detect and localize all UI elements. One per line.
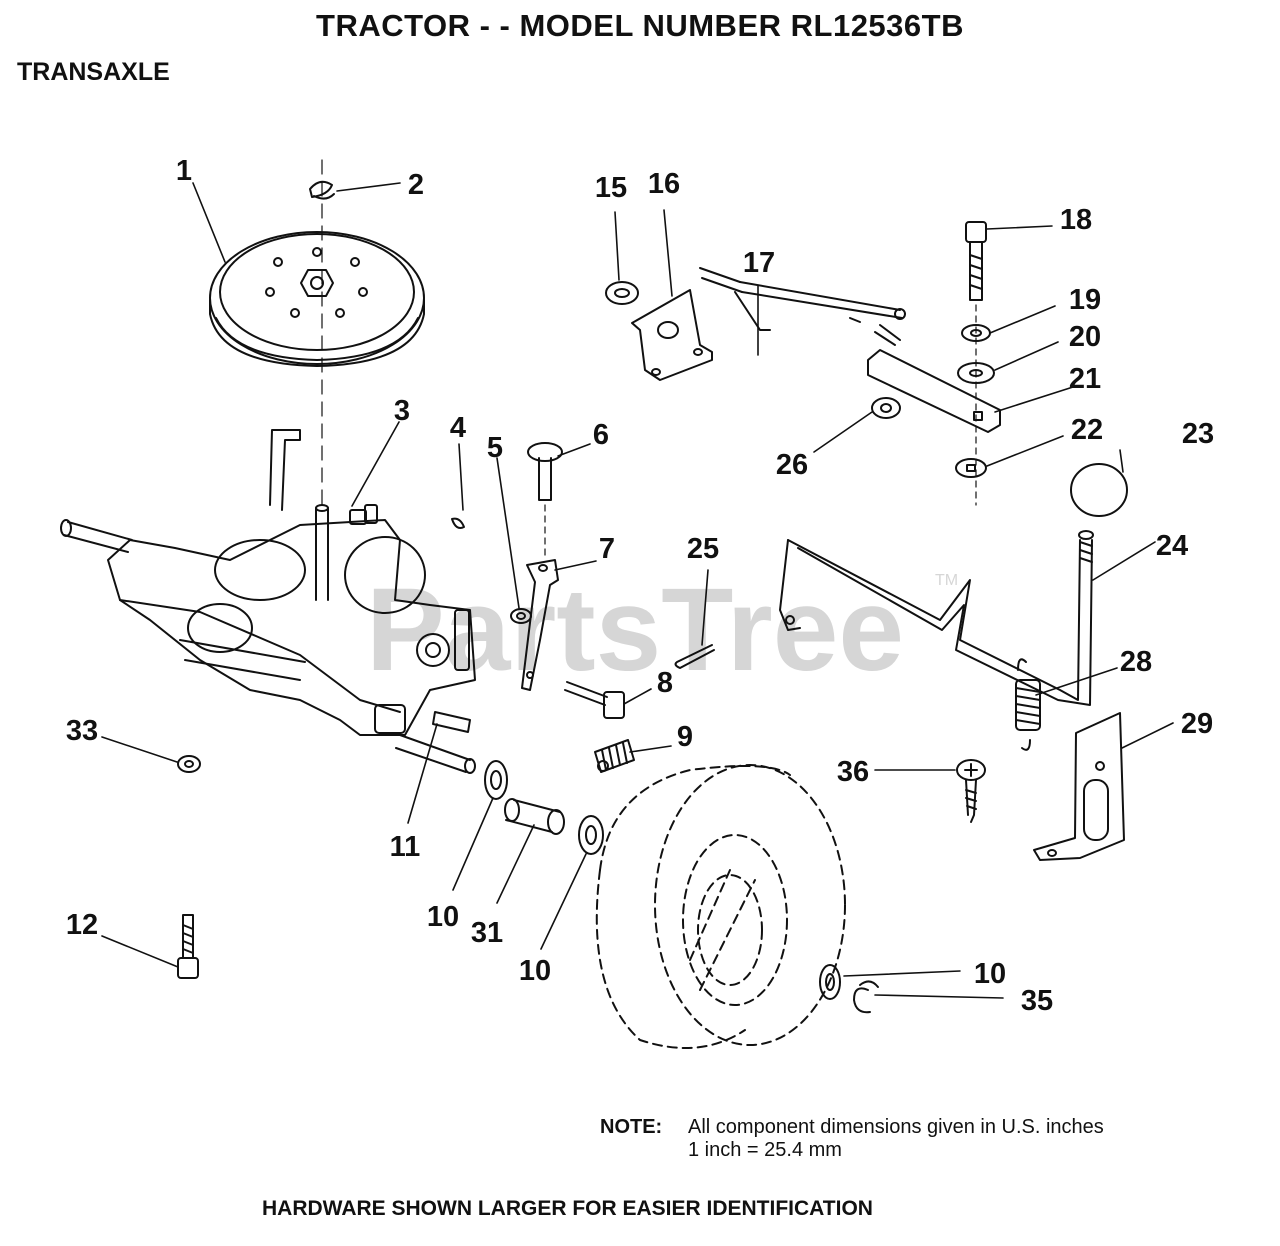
callout-10-b: 10 [519,955,551,987]
callout-12: 12 [66,909,98,941]
callout-36: 36 [837,756,869,788]
square-key [432,711,471,733]
woodruff-key [451,517,465,529]
callout-33: 33 [66,715,98,747]
self-tapping-screw [956,759,986,823]
hex-bolt-12 [177,914,199,979]
callout-10-c: 10 [974,958,1006,990]
callout-35: 35 [1021,985,1053,1017]
note-line-2: 1 inch = 25.4 mm [688,1139,842,1161]
callout-2: 2 [408,169,424,201]
square-washer-22 [955,458,987,478]
flange-nut [871,397,901,419]
callout-21: 21 [1069,363,1101,395]
page-title: TRACTOR - - MODEL NUMBER RL12536TB [316,8,964,43]
callout-7: 7 [599,533,615,565]
callout-16: 16 [648,168,680,200]
callout-15: 15 [595,172,627,204]
cotter-pin [674,644,715,669]
callout-17: 17 [743,247,775,279]
flat-washer [819,964,841,1000]
flat-washer [578,815,604,855]
callout-23: 23 [1182,418,1214,450]
callout-10-a: 10 [427,901,459,933]
extension-spring-28 [1015,658,1041,751]
leader-lines [101,182,1174,999]
pivot-bracket [631,289,713,381]
callout-20: 20 [1069,321,1101,353]
callout-1: 1 [176,155,192,187]
dimension-note: NOTE: All component dimensions given in U… [600,1116,1104,1162]
bracket [521,559,559,691]
rear-tire [595,764,846,1049]
watermark-tm: TM [935,572,958,589]
washer-15 [605,281,639,305]
lock-nut [177,755,201,773]
hex-bolt-18 [965,221,987,506]
note-label: NOTE: [600,1116,663,1138]
callout-5: 5 [487,432,503,464]
callout-29: 29 [1181,708,1213,740]
callout-6: 6 [593,419,609,451]
drive-pulley [209,231,425,367]
extension-spring-9 [594,739,635,773]
callout-3: 3 [394,395,410,427]
carriage-bolt [527,442,563,561]
watermark: PartsTree [366,564,904,696]
flat-washer [484,760,508,800]
mounting-bracket [1033,712,1125,861]
shift-plate [867,349,1001,433]
callout-31: 31 [471,917,503,949]
callout-8: 8 [657,667,673,699]
callout-19: 19 [1069,284,1101,316]
callout-11: 11 [390,831,421,863]
callout-22: 22 [1071,414,1103,446]
transaxle-housing [60,429,476,774]
shift-rod [699,267,906,346]
callout-9: 9 [677,721,693,753]
e-clip [853,980,879,1014]
callout-24: 24 [1156,530,1188,562]
flat-washer-20 [957,362,995,384]
spacer-tube [504,798,565,835]
callout-25: 25 [687,533,719,565]
hex-bolt-8 [564,681,625,719]
section-title: TRANSAXLE [17,58,170,86]
retaining-clip [309,180,335,200]
callout-4: 4 [450,412,466,444]
callout-26: 26 [776,449,808,481]
note-line-1: All component dimensions given in U.S. i… [688,1116,1104,1138]
footer-note: HARDWARE SHOWN LARGER FOR EASIER IDENTIF… [262,1197,873,1220]
callout-18: 18 [1060,204,1092,236]
shift-lever [779,530,1094,706]
shift-knob [1070,463,1128,517]
callout-28: 28 [1120,646,1152,678]
